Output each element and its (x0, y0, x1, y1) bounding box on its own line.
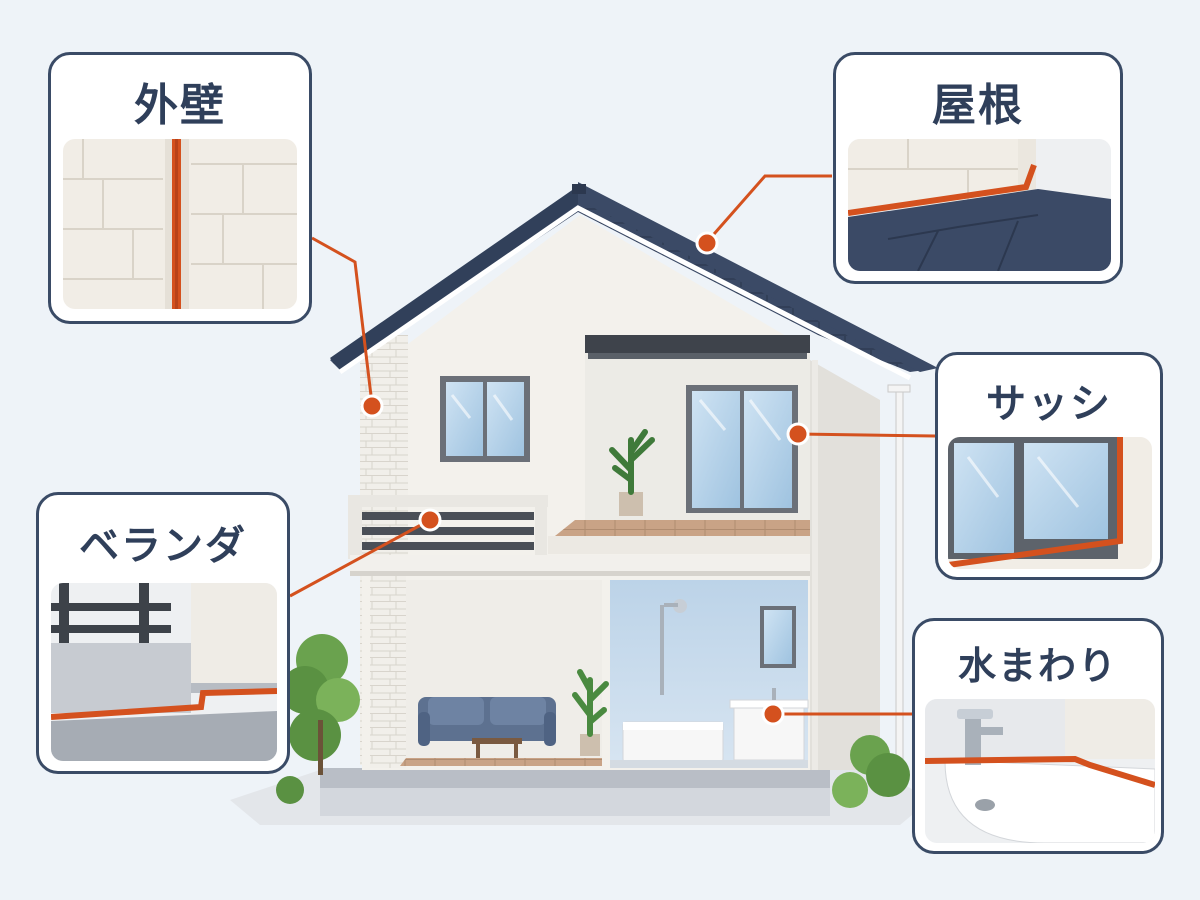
shrubs (276, 634, 910, 808)
connector-roof (705, 174, 832, 243)
plumbing-detail (925, 699, 1155, 843)
sealant-line-icon (925, 755, 1155, 788)
veranda-detail (51, 583, 277, 761)
callout-label-plumbing: 水まわり (957, 644, 1118, 688)
veranda-structure (348, 495, 810, 576)
sealant-line-icon (51, 688, 277, 720)
roof-detail (848, 139, 1111, 271)
callout-plumbing: 水まわり (912, 618, 1164, 854)
callout-roof: 屋根 (833, 52, 1123, 284)
sealant-line-icon (948, 437, 1123, 568)
sealant-line-icon (848, 163, 1037, 216)
ground-floor-cutaway (362, 576, 810, 770)
house-side-wall (810, 360, 880, 770)
foundation (320, 768, 830, 816)
callout-label-roof: 屋根 (932, 80, 1024, 131)
callout-dot-icon (786, 422, 810, 446)
callout-dot-icon (418, 508, 442, 532)
connector-exterior-wall (311, 236, 374, 405)
connector-veranda (289, 518, 431, 598)
sash-detail (948, 437, 1152, 569)
callout-exterior-wall: 外壁 (48, 52, 312, 324)
callout-dot-icon (695, 231, 719, 255)
upper-room-cutaway (548, 335, 810, 554)
connector-lines (289, 174, 936, 716)
exterior-wall-detail (63, 139, 297, 309)
callout-sash: サッシ (935, 352, 1163, 580)
upper-window (440, 376, 530, 462)
callout-veranda: ベランダ (36, 492, 290, 774)
callout-markers (360, 231, 810, 726)
callout-dot-icon (761, 702, 785, 726)
callout-label-exterior-wall: 外壁 (134, 80, 226, 131)
callout-dot-icon (360, 394, 384, 418)
connector-sash (797, 432, 936, 438)
roof (330, 182, 938, 381)
callout-label-veranda: ベランダ (79, 523, 247, 569)
callout-label-sash: サッシ (986, 381, 1112, 427)
